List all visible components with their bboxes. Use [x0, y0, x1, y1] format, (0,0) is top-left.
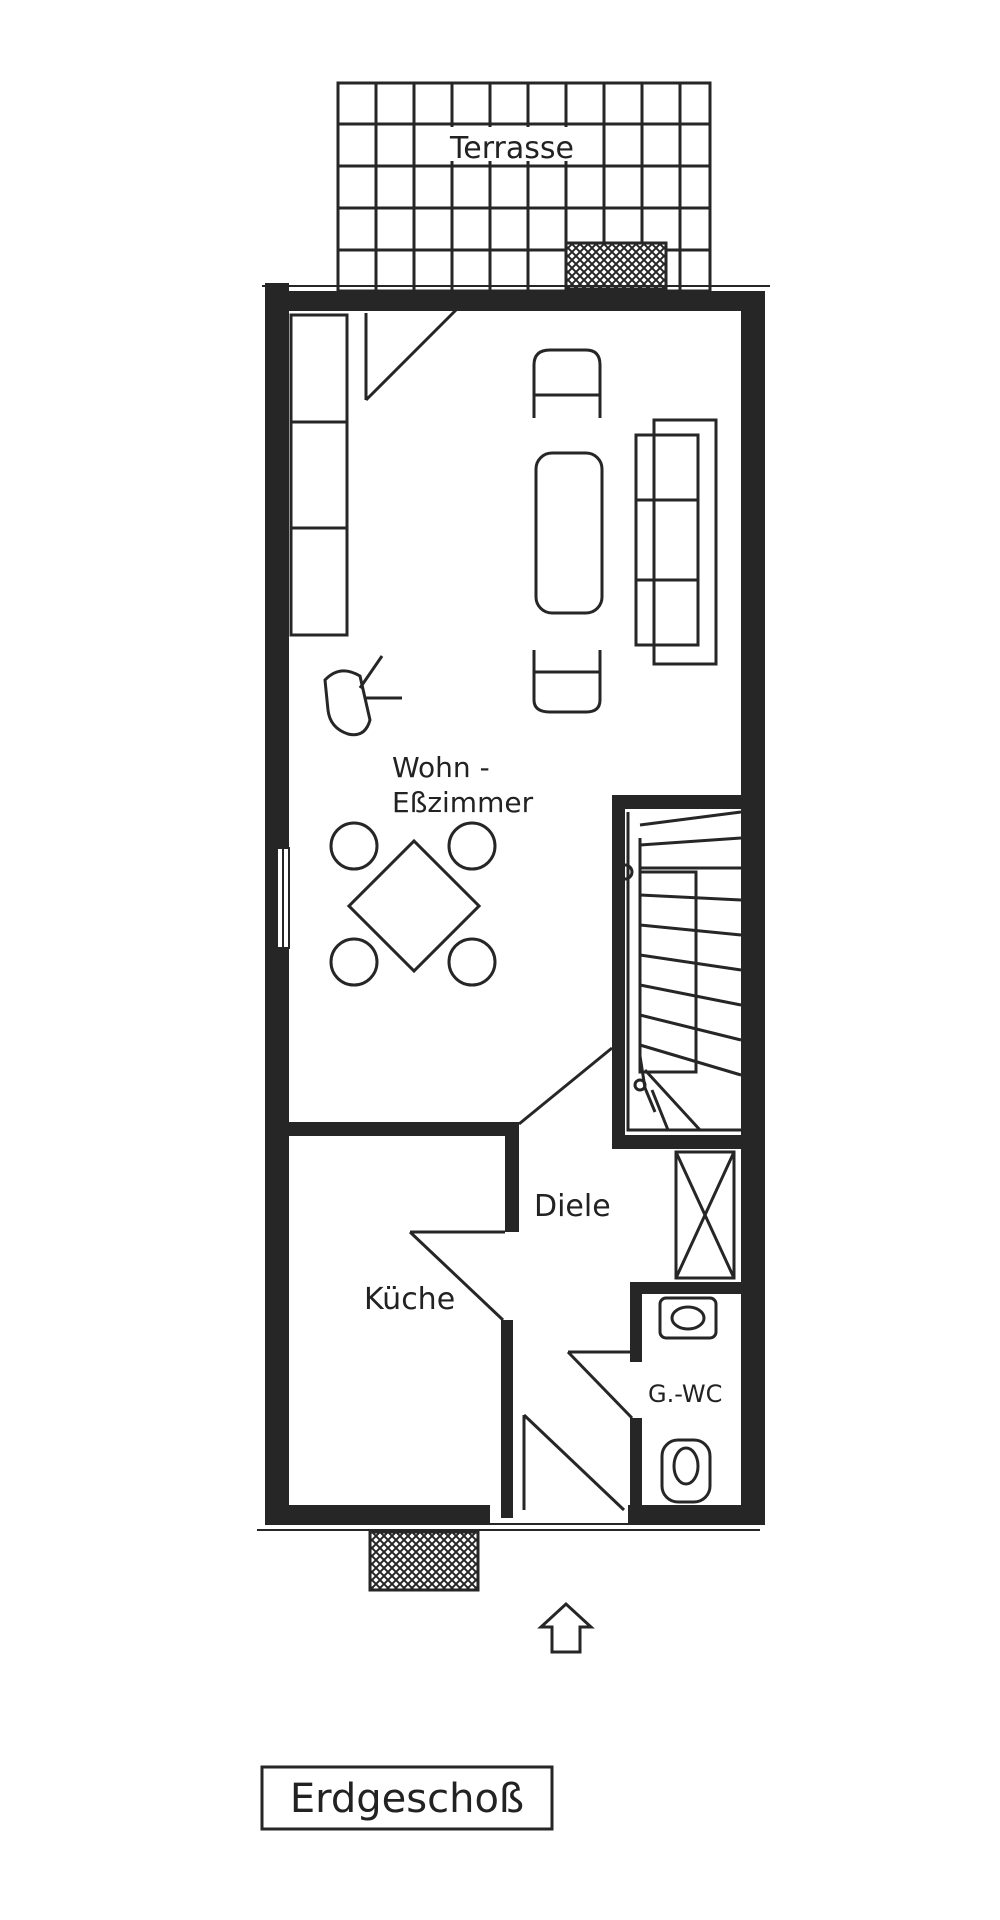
entrance-doormat	[368, 1530, 480, 1592]
furniture-living	[289, 313, 718, 987]
interior-walls	[289, 795, 746, 1518]
living-room-label-line2: Eßzimmer	[392, 786, 534, 819]
terrace-label: Terrasse	[449, 131, 574, 166]
wc-fixtures	[658, 1296, 718, 1504]
terrace-doormat	[564, 241, 668, 291]
hall-closet	[674, 1150, 736, 1280]
floor-title: Erdgeschoß	[290, 1776, 524, 1822]
outer-walls	[265, 283, 765, 1525]
floor-title-box	[260, 1765, 554, 1831]
living-room-label-line1: Wohn -	[392, 751, 490, 784]
wc-label: G.-WC	[648, 1380, 722, 1408]
doors	[364, 306, 634, 1512]
hall-label: Diele	[534, 1189, 611, 1224]
staircase	[616, 810, 742, 1132]
kitchen-label: Küche	[364, 1282, 455, 1317]
up-arrow-icon	[537, 1601, 595, 1654]
